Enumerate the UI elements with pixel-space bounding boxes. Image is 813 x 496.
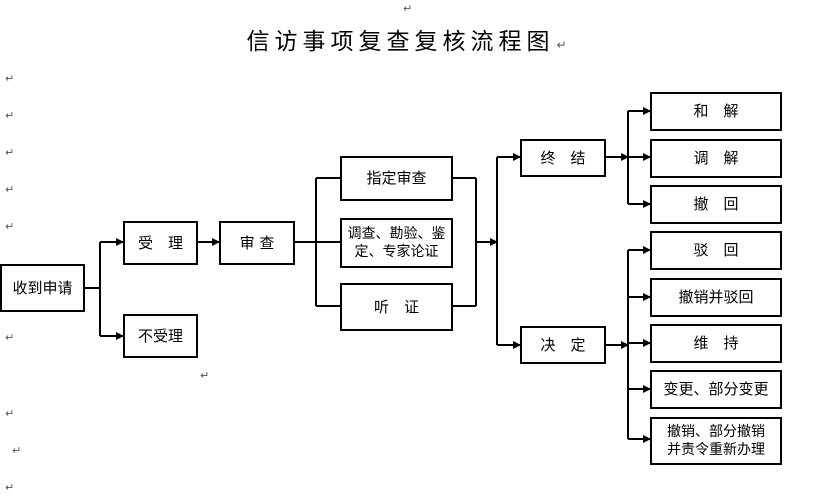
node-hearing: 听 证 <box>340 283 453 331</box>
node-maintain: 维 持 <box>650 324 782 363</box>
paragraph-mark: ↵ <box>12 444 22 457</box>
paragraph-mark: ↵ <box>5 331 15 344</box>
title-paragraph-mark: ↵ <box>556 38 567 52</box>
paragraph-mark: ↵ <box>5 407 15 420</box>
node-decision: 决 定 <box>520 326 606 364</box>
node-designated-review: 指定审查 <box>340 156 453 201</box>
paragraph-mark: ↵ <box>5 109 15 122</box>
node-receive-application: 收到申请 <box>0 264 85 312</box>
node-mediate: 调 解 <box>650 139 782 178</box>
paragraph-mark: ↵ <box>5 481 15 494</box>
node-revoke-and-redo: 撤销、部分撤销 并责令重新办理 <box>650 417 782 465</box>
node-investigation: 调查、勘验、鉴 定、专家论证 <box>340 218 453 268</box>
paragraph-mark: ↵ <box>403 2 413 15</box>
node-change: 变更、部分变更 <box>650 370 782 409</box>
node-reject: 驳 回 <box>650 231 782 270</box>
node-reconcile: 和 解 <box>650 92 782 131</box>
paragraph-mark: ↵ <box>5 220 15 233</box>
node-review: 审 查 <box>219 221 295 265</box>
paragraph-mark: ↵ <box>5 183 15 196</box>
paragraph-mark: ↵ <box>5 72 15 85</box>
node-withdraw: 撤 回 <box>650 185 782 224</box>
title-text: 信访事项复查复核流程图 <box>246 29 555 55</box>
paragraph-mark: ↵ <box>200 369 210 382</box>
node-accept: 受 理 <box>123 221 198 265</box>
node-revoke-and-reject: 撤销并驳回 <box>650 278 782 317</box>
node-conclusion: 终 结 <box>520 139 606 177</box>
node-not-accept: 不受理 <box>123 314 198 358</box>
paragraph-mark: ↵ <box>5 146 15 159</box>
flowchart-title: 信访事项复查复核流程图↵ <box>0 22 813 56</box>
